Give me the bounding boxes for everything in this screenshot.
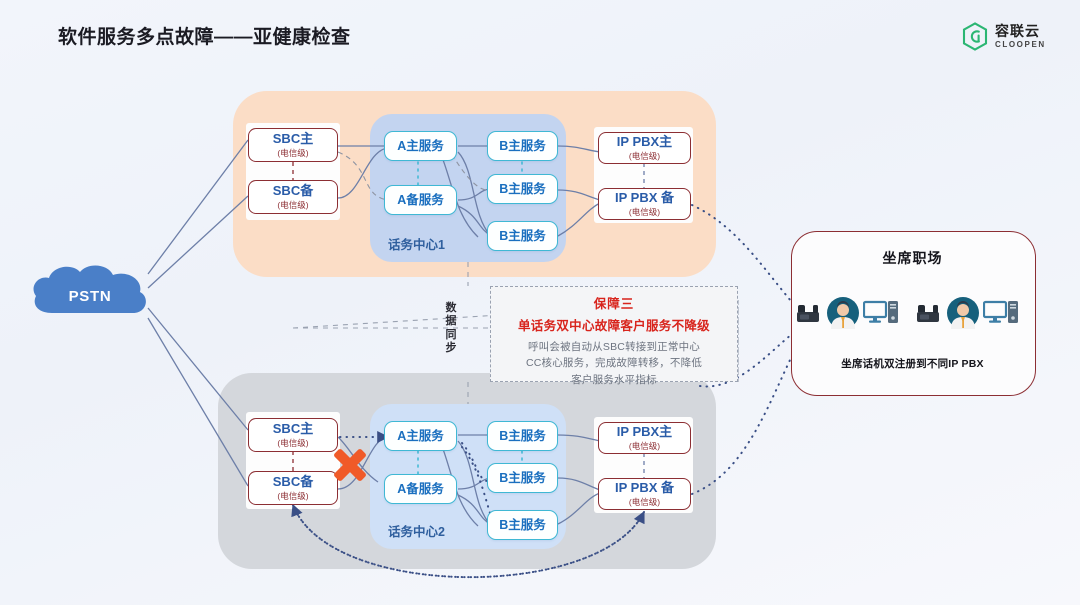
node-title: A主服务	[397, 139, 444, 153]
node-title: IP PBX主	[616, 423, 673, 439]
node-title: B主服务	[499, 229, 546, 243]
node-b-service-top-2[interactable]: B主服务	[487, 174, 558, 204]
node-title: B主服务	[499, 182, 546, 196]
logo-text-cn: 容联云	[995, 23, 1040, 39]
node-title: A备服务	[397, 482, 444, 496]
node-pbx-standby-bottom[interactable]: IP PBX 备 (电信级)	[598, 478, 691, 510]
node-sbc-standby-bottom[interactable]: SBC备 (电信级)	[248, 471, 338, 505]
callout-body-line-2: CC核心服务，完成故障转移，不降低	[525, 357, 703, 370]
node-b-service-top-1[interactable]: B主服务	[487, 131, 558, 161]
node-subtitle: (电信级)	[628, 496, 661, 507]
logo-text-en: CLOOPEN	[995, 40, 1046, 49]
pc-tower-icon	[888, 301, 898, 323]
node-title: B主服务	[499, 518, 546, 532]
agent-group-2	[913, 296, 1019, 330]
node-subtitle: (电信级)	[628, 440, 661, 451]
callout-body-line-1: 呼叫会被自动从SBC转接到正常中心	[527, 341, 700, 353]
datacenter-label-2: 话务中心2	[388, 525, 445, 539]
cloopen-logo: 容联云 CLOOPEN	[962, 22, 1046, 51]
node-sbc-primary-top[interactable]: SBC主 (电信级)	[248, 128, 338, 162]
pstn-cloud-icon	[33, 265, 146, 313]
node-pbx-primary-bottom[interactable]: IP PBX主 (电信级)	[598, 422, 691, 454]
failure-x-icon	[334, 449, 366, 481]
agent-group-1	[793, 296, 899, 330]
node-title: SBC备	[272, 182, 314, 198]
node-title: IP PBX主	[616, 133, 673, 149]
agent-avatar-icon	[827, 297, 859, 329]
cloopen-hexagon-icon	[962, 22, 988, 51]
node-title: SBC主	[272, 420, 314, 436]
node-title: A备服务	[397, 193, 444, 207]
node-subtitle: (电信级)	[628, 150, 661, 161]
node-title: B主服务	[499, 139, 546, 153]
node-a-primary-top[interactable]: A主服务	[384, 131, 457, 161]
page-title: 软件服务多点故障——亚健康检查	[58, 27, 351, 48]
callout-heading: 保障三	[593, 297, 635, 311]
callout-box: 保障三 单话务双中心故障客户服务不降级 呼叫会被自动从SBC转接到正常中心 CC…	[490, 286, 738, 386]
monitor-icon	[983, 300, 1018, 323]
pc-tower-icon	[1008, 301, 1018, 323]
node-title: B主服务	[499, 429, 546, 443]
node-title: IP PBX 备	[614, 189, 674, 205]
node-title: IP PBX 备	[614, 479, 674, 495]
node-a-standby-bottom[interactable]: A备服务	[384, 474, 457, 504]
node-subtitle: (电信级)	[277, 437, 309, 448]
node-title: A主服务	[397, 429, 444, 443]
node-a-primary-bottom[interactable]: A主服务	[384, 421, 457, 451]
node-subtitle: (电信级)	[277, 199, 309, 210]
node-title: B主服务	[499, 471, 546, 485]
callout-body: 呼叫会被自动从SBC转接到正常中心 CC核心服务，完成故障转移，不降低 客户服务…	[526, 339, 702, 388]
node-pbx-standby-top[interactable]: IP PBX 备 (电信级)	[598, 188, 691, 220]
desk-phone-icon	[917, 305, 939, 322]
datacenter-label-1: 话务中心1	[388, 238, 445, 252]
node-title: SBC备	[272, 473, 314, 489]
node-b-service-bottom-2[interactable]: B主服务	[487, 463, 558, 493]
node-subtitle: (电信级)	[277, 490, 309, 501]
node-title: SBC主	[272, 130, 314, 146]
workplace-title: 坐席职场	[882, 250, 943, 266]
node-sbc-primary-bottom[interactable]: SBC主 (电信级)	[248, 418, 338, 452]
workplace-caption: 坐席话机双注册到不同IP PBX	[841, 358, 984, 370]
monitor-icon	[863, 300, 898, 323]
node-b-service-top-3[interactable]: B主服务	[487, 221, 558, 251]
callout-subheading: 单话务双中心故障客户服务不降级	[517, 319, 710, 333]
node-sbc-standby-top[interactable]: SBC备 (电信级)	[248, 180, 338, 214]
node-pbx-primary-top[interactable]: IP PBX主 (电信级)	[598, 132, 691, 164]
callout-body-line-3: 客户服务水平指标	[571, 373, 657, 386]
node-b-service-bottom-3[interactable]: B主服务	[487, 510, 558, 540]
node-subtitle: (电信级)	[277, 147, 309, 158]
desk-phone-icon	[797, 305, 819, 322]
agent-avatar-icon	[947, 297, 979, 329]
node-b-service-bottom-1[interactable]: B主服务	[487, 421, 558, 451]
data-sync-label: 数据同步	[445, 302, 457, 355]
node-subtitle: (电信级)	[628, 206, 661, 217]
node-a-standby-top[interactable]: A备服务	[384, 185, 457, 215]
